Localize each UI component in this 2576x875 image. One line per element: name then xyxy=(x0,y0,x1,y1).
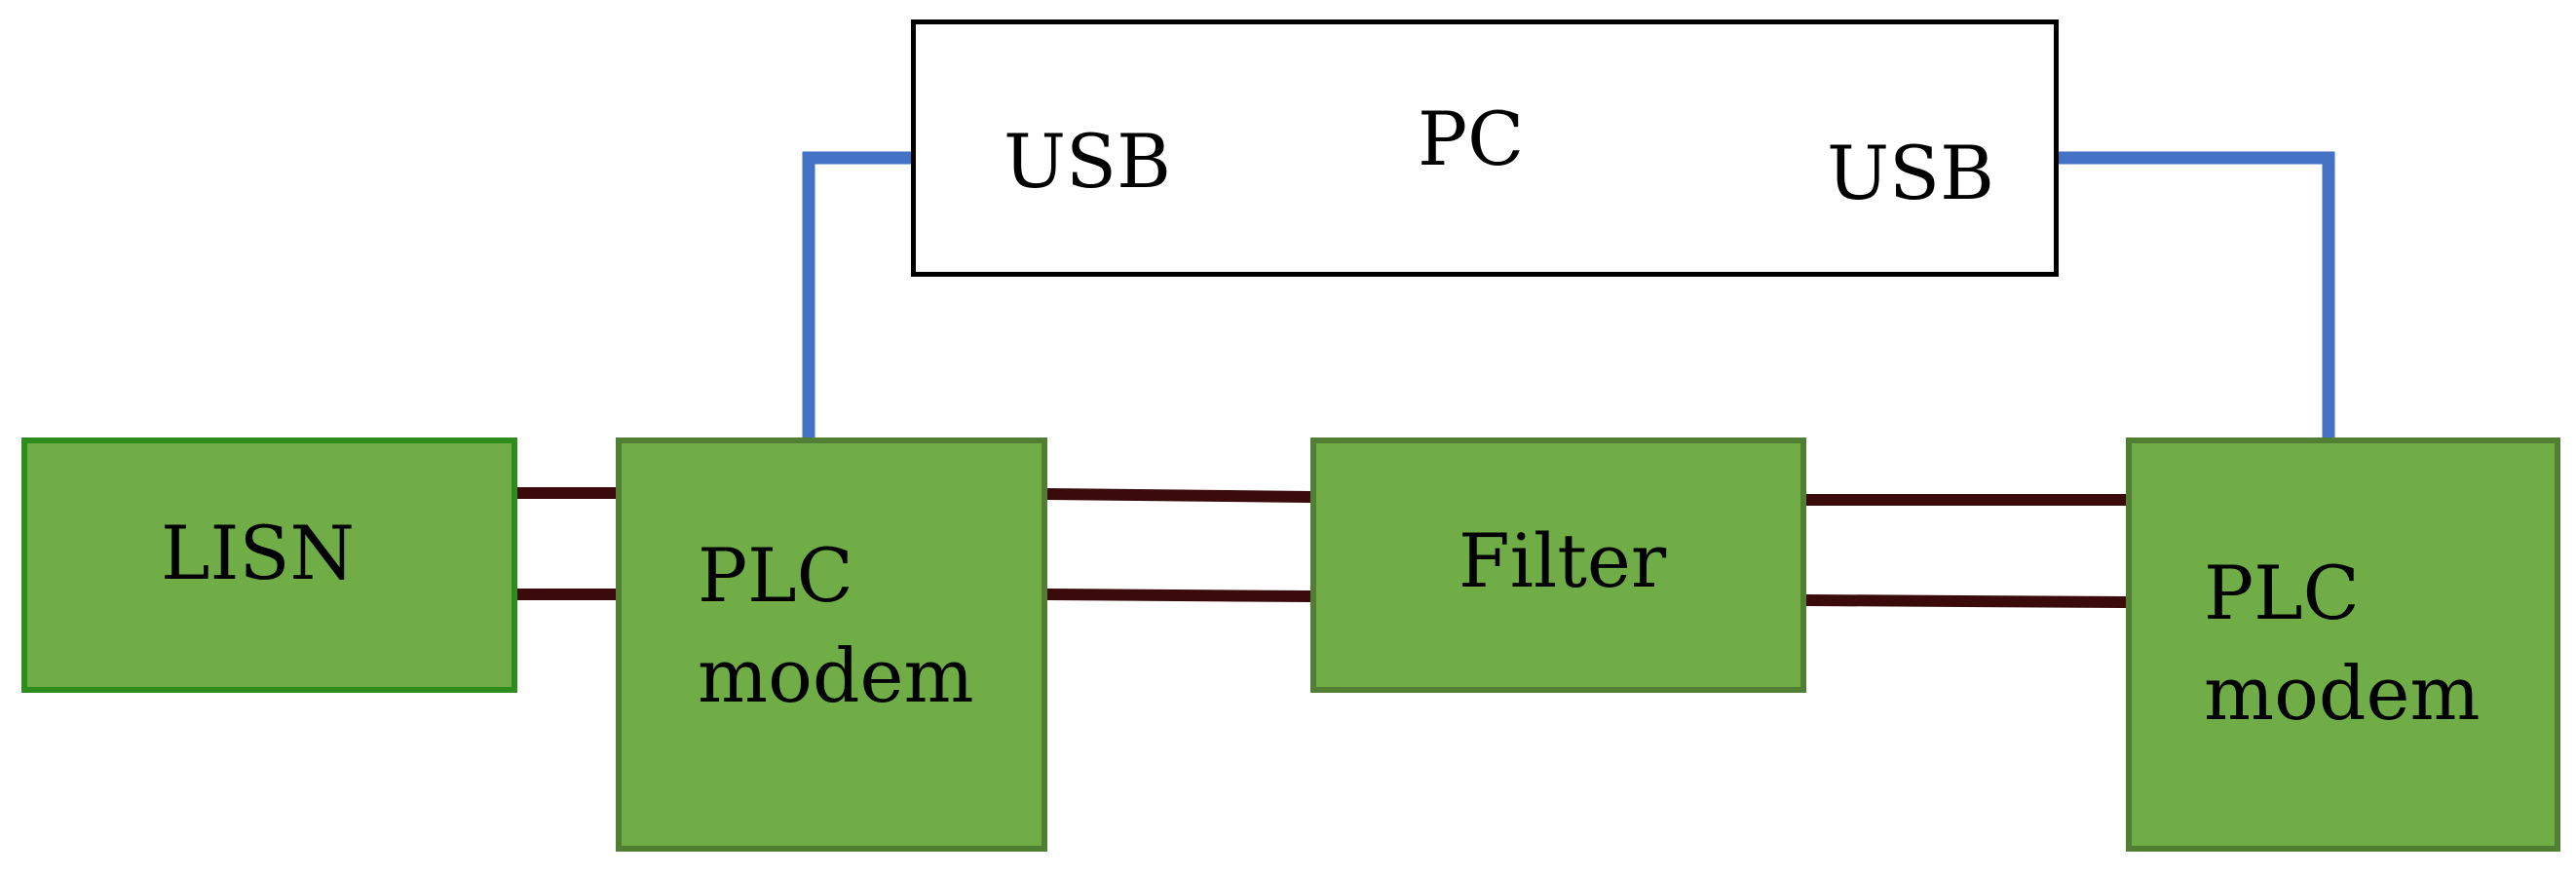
power-line-modem-filter-bottom xyxy=(1046,589,1311,602)
usb-port-right-label: USB xyxy=(1827,130,1994,216)
filter-label: Filter xyxy=(1458,517,1667,604)
plc-modem-right-line2: modem xyxy=(2204,649,2481,737)
plc-modem-left-label: PLC modem xyxy=(698,526,974,726)
lisn-box xyxy=(21,438,517,693)
usb-port-left-label: USB xyxy=(1004,118,1171,205)
plc-modem-left-line1: PLC xyxy=(698,532,853,619)
plc-modem-left-box xyxy=(616,438,1047,852)
plc-modem-right-label: PLC modem xyxy=(2204,544,2481,743)
usb-cable-right xyxy=(2057,151,2335,438)
power-line-filter-modem-bottom xyxy=(1805,594,2127,608)
pc-label: PC xyxy=(1418,95,1525,182)
plc-modem-left-line2: modem xyxy=(698,631,974,719)
filter-box xyxy=(1310,438,1806,693)
plc-modem-right-box xyxy=(2126,438,2560,852)
lisn-label: LISN xyxy=(161,510,356,596)
plc-modem-right-line1: PLC xyxy=(2204,550,2360,636)
power-line-modem-filter-top xyxy=(1046,488,1311,503)
usb-cable-left xyxy=(802,151,913,438)
pc-box xyxy=(911,19,2059,277)
